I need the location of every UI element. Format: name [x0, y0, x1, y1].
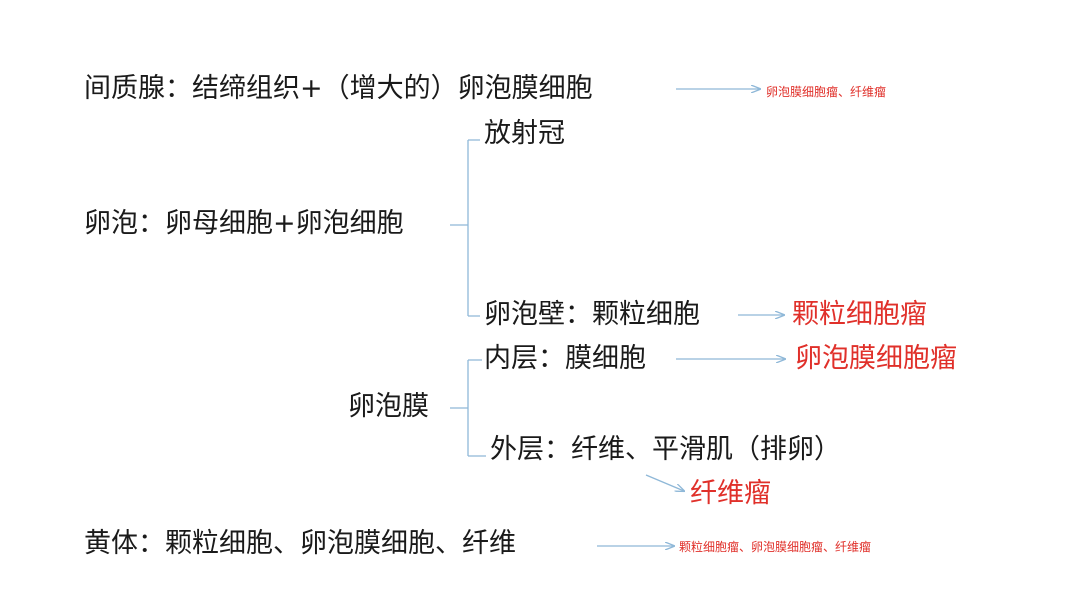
follicle-label: 卵泡：卵母细胞+卵泡细胞: [84, 208, 404, 239]
bracket-follicle: [450, 139, 480, 317]
corpus-luteum-label: 黄体：颗粒细胞、卵泡膜细胞、纤维: [84, 528, 516, 559]
theca-inner-label: 内层：膜细胞: [484, 343, 646, 374]
corona-radiata-label: 放射冠: [484, 118, 565, 149]
interstitial-gland-label: 间质腺：结缔组织+（增大的）卵泡膜细胞: [84, 73, 593, 104]
corpus-luteum-tumor-label: 颗粒细胞瘤、卵泡膜细胞瘤、纤维瘤: [679, 540, 872, 554]
granulosa-tumor-label: 颗粒细胞瘤: [792, 299, 927, 330]
theca-outer-label: 外层：纤维、平滑肌（排卵）: [490, 434, 841, 465]
theca-label: 卵泡膜: [348, 391, 429, 422]
arrow-theca-outer: [645, 474, 684, 491]
theca-cell-tumor-label: 卵泡膜细胞瘤: [795, 343, 957, 374]
bracket-theca: [450, 359, 486, 457]
interstitial-tumor-label: 卵泡膜细胞瘤、纤维瘤: [766, 85, 887, 99]
follicle-wall-label: 卵泡壁：颗粒细胞: [484, 299, 700, 330]
fibroma-label: 纤维瘤: [690, 478, 771, 509]
